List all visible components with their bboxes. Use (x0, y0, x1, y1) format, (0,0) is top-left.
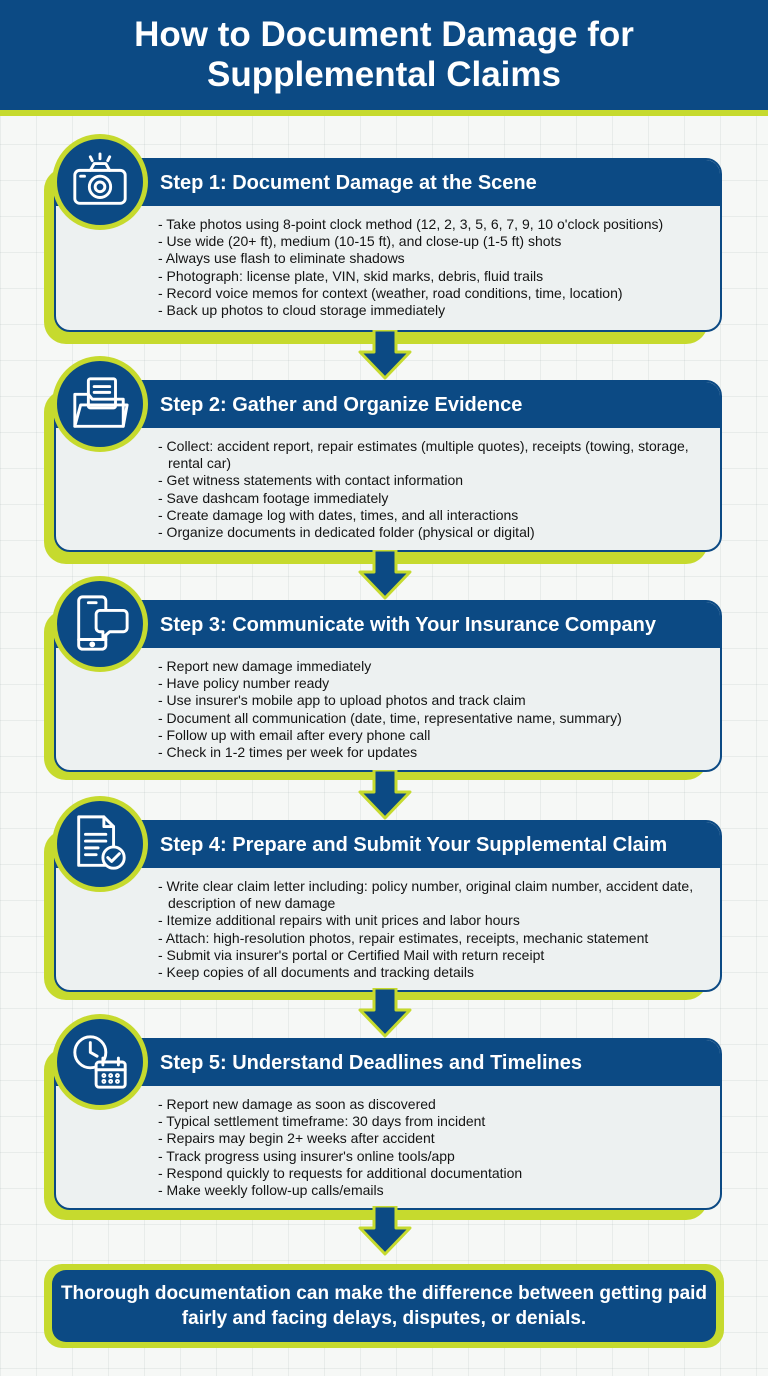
arrow-down-icon (358, 330, 412, 380)
footer-callout: Thorough documentation can make the diff… (44, 1264, 724, 1348)
step-2-title: Step 2: Gather and Organize Evidence (160, 393, 523, 416)
step-2-bullets: - Collect: accident report, repair estim… (56, 428, 720, 541)
list-item: - Have policy number ready (158, 675, 330, 692)
step-4-bullets: - Write clear claim letter including: po… (56, 868, 720, 981)
step-5-header: Step 5: Understand Deadlines and Timelin… (56, 1040, 720, 1086)
step-5-title: Step 5: Understand Deadlines and Timelin… (160, 1051, 582, 1074)
list-item: - Collect: accident report, repair estim… (158, 438, 689, 472)
list-item: - Photograph: license plate, VIN, skid m… (158, 267, 544, 284)
list-item: - Respond quickly to requests for additi… (158, 1164, 523, 1181)
arrow-down-icon (358, 988, 412, 1038)
list-item: - Attach: high-resolution photos, repair… (158, 929, 649, 946)
step-1-card: Step 1: Document Damage at the Scene - T… (54, 158, 722, 332)
list-item: - Check in 1-2 times per week for update… (158, 744, 418, 761)
list-item: - Record voice memos for context (weathe… (158, 284, 623, 301)
step-4-header: Step 4: Prepare and Submit Your Suppleme… (56, 822, 720, 868)
step-3-icon-badge (52, 576, 148, 672)
list-item: - Submit via insurer's portal or Certifi… (158, 946, 545, 963)
list-item: - Organize documents in dedicated folder… (158, 524, 535, 541)
step-1-header: Step 1: Document Damage at the Scene (56, 160, 720, 206)
list-item: - Repairs may begin 2+ weeks after accid… (158, 1130, 435, 1147)
arrow-down-icon (358, 550, 412, 600)
page-title: How to Document Damage for Supplemental … (134, 15, 634, 94)
step-3-card: Step 3: Communicate with Your Insurance … (54, 600, 722, 772)
camera-icon (73, 152, 127, 205)
list-item: - Itemize additional repairs with unit p… (158, 912, 520, 929)
list-item: - Typical settlement timeframe: 30 days … (158, 1113, 486, 1130)
step-5-bullets: - Report new damage as soon as discovere… (56, 1086, 720, 1199)
list-item: - Use insurer's mobile app to upload pho… (158, 692, 526, 709)
step-2-card: Step 2: Gather and Organize Evidence - C… (54, 380, 722, 552)
list-item: - Document all communication (date, time… (158, 709, 622, 726)
list-item: - Take photos using 8-point clock method… (158, 216, 664, 232)
step-1-icon-badge (52, 134, 148, 230)
step-5-card: Step 5: Understand Deadlines and Timelin… (54, 1038, 722, 1210)
step-3-title: Step 3: Communicate with Your Insurance … (160, 613, 657, 636)
arrow-down-icon (358, 770, 412, 820)
list-item: - Track progress using insurer's online … (158, 1147, 455, 1164)
folder-icon (73, 377, 129, 428)
document-check-icon (77, 815, 126, 870)
step-3-header: Step 3: Communicate with Your Insurance … (56, 602, 720, 648)
step-3-bullets: - Report new damage immediately - Have p… (56, 648, 720, 761)
list-item: - Save dashcam footage immediately (158, 489, 389, 506)
list-item: - Back up photos to cloud storage immedi… (158, 302, 446, 319)
list-item: - Report new damage immediately (158, 658, 372, 674)
step-2-header: Step 2: Gather and Organize Evidence (56, 382, 720, 428)
step-5-icon-badge (52, 1014, 148, 1110)
footer-text: Thorough documentation can make the diff… (60, 1283, 708, 1329)
page-header: How to Document Damage for Supplemental … (0, 0, 768, 116)
list-item: - Make weekly follow-up calls/emails (158, 1182, 384, 1199)
arrow-down-icon (358, 1206, 412, 1256)
list-item: - Follow up with email after every phone… (158, 726, 431, 743)
step-4-title: Step 4: Prepare and Submit Your Suppleme… (160, 833, 668, 856)
list-item: - Always use flash to eliminate shadows (158, 250, 405, 267)
step-4-card: Step 4: Prepare and Submit Your Suppleme… (54, 820, 722, 992)
list-item: - Report new damage as soon as discovere… (158, 1096, 436, 1112)
step-1-title: Step 1: Document Damage at the Scene (160, 171, 537, 194)
list-item: - Keep copies of all documents and track… (158, 964, 474, 981)
step-2-icon-badge (52, 356, 148, 452)
footer-box: Thorough documentation can make the diff… (52, 1270, 716, 1342)
list-item: - Get witness statements with contact in… (158, 472, 464, 489)
phone-chat-icon (77, 595, 129, 651)
step-4-icon-badge (52, 796, 148, 892)
list-item: - Create damage log with dates, times, a… (158, 506, 519, 523)
step-1-bullets: - Take photos using 8-point clock method… (56, 206, 720, 319)
list-item: - Write clear claim letter including: po… (158, 878, 694, 912)
clock-calendar-icon (73, 1035, 127, 1089)
list-item: - Use wide (20+ ft), medium (10-15 ft), … (158, 233, 562, 250)
